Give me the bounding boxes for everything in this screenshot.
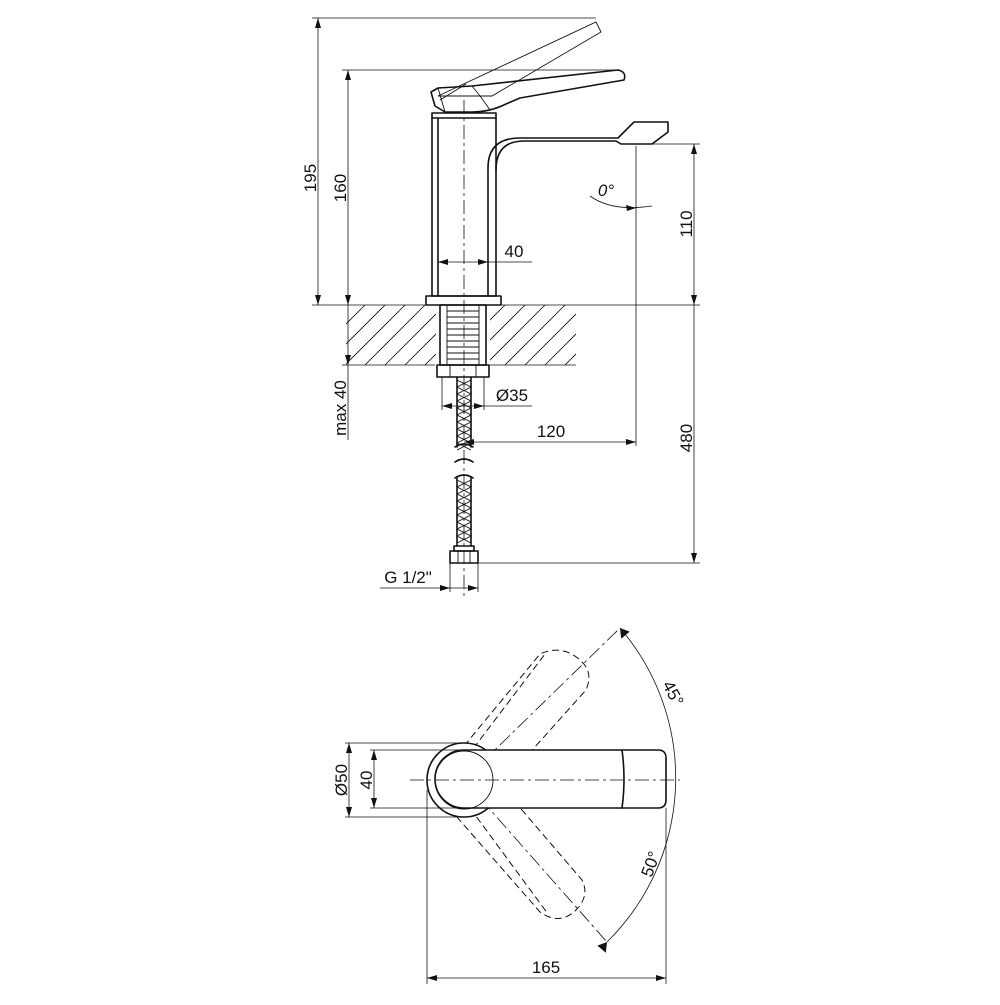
countertop-hatching xyxy=(346,305,576,366)
dim-110: 110 xyxy=(640,143,700,305)
dim-195: 195 xyxy=(301,17,596,305)
front-view: 195 160 max 40 110 xyxy=(301,17,700,600)
dim-max40-text: max 40 xyxy=(331,380,350,436)
dim-40-body-text: 40 xyxy=(505,242,524,261)
dim-480-text: 480 xyxy=(677,424,696,452)
lever-handle xyxy=(430,69,626,113)
dim-35-text: Ø35 xyxy=(496,386,528,405)
dim-195-text: 195 xyxy=(301,164,320,192)
dim-120: 120 xyxy=(464,146,637,446)
dim-40-top: 40 xyxy=(357,749,464,809)
dim-g12: G 1/2" xyxy=(380,563,479,592)
angle-50-text: 50° xyxy=(638,849,665,880)
angle-0: 0° xyxy=(589,181,653,211)
dim-160: 160 xyxy=(331,69,618,305)
lever-raised xyxy=(437,21,602,97)
dim-g12-text: G 1/2" xyxy=(384,568,432,587)
dim-165: 165 xyxy=(426,790,667,984)
dim-max40: max 40 xyxy=(331,305,351,440)
dim-50-text: Ø50 xyxy=(332,764,351,796)
dim-165-text: 165 xyxy=(532,958,560,977)
lever-top-view xyxy=(410,742,680,818)
dim-110-text: 110 xyxy=(677,210,696,237)
dim-40-body: 40 xyxy=(438,242,532,296)
dim-120-text: 120 xyxy=(537,422,565,441)
dim-160-text: 160 xyxy=(331,174,350,202)
dim-35: Ø35 xyxy=(441,377,532,410)
spout xyxy=(487,121,669,297)
threaded-shank xyxy=(436,304,490,378)
angle-45-text: 45° xyxy=(658,678,687,710)
dim-40-top-text: 40 xyxy=(357,771,376,790)
dim-480: 480 xyxy=(478,305,700,564)
connection-nut xyxy=(449,545,479,564)
base-flange xyxy=(425,295,502,306)
top-view: Ø50 40 165 45° 50° xyxy=(332,627,687,984)
flexible-hose xyxy=(454,376,474,547)
dim-50: Ø50 xyxy=(332,742,464,818)
rotation-arc xyxy=(606,627,677,943)
angle-0-text: 0° xyxy=(598,181,614,200)
